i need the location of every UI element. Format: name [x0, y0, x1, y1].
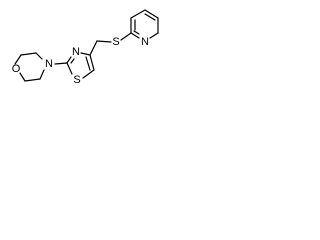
atom-label-pyridine-n: N — [141, 36, 149, 48]
bond-thiazole-n-c4 — [80, 52, 91, 56]
morpholine-ring — [14, 52, 68, 82]
bond-pyridine-5-double — [133, 30, 140, 35]
bond-pyridine-2 — [144, 9, 159, 19]
bond-morpholine-c4-n — [35, 52, 43, 60]
bond-morpholine-c3-c4 — [20, 52, 37, 56]
bond-pyridine-4 — [149, 32, 159, 39]
molecule-diagram: N S N S N O — [12, 9, 159, 86]
pyridine-ring — [130, 9, 159, 39]
bond-morpholine-c2-o — [19, 72, 26, 82]
bond-morpholine-n-c1 — [39, 69, 45, 80]
thiazole-ring — [66, 52, 95, 79]
bond-thiazole-c4-c5 — [89, 54, 95, 71]
bond-pyridine-5 — [130, 32, 140, 39]
bond-thiazole-c4-c5-double — [85, 56, 91, 71]
bond-morpholine-o-c3 — [14, 54, 22, 65]
bond-s-to-ch2 — [96, 40, 112, 43]
atom-label-thiazole-s: S — [73, 74, 80, 86]
bond-pyridine-1 — [130, 9, 146, 19]
bond-thiazole-c2-n-double — [70, 58, 75, 64]
bond-thiazole-s-c2 — [66, 62, 73, 75]
bond-thiazole-to-morpholine — [54, 62, 68, 65]
atom-label-thioether-s: S — [112, 36, 119, 48]
bond-ch2-to-thiazole — [89, 40, 98, 56]
bond-morpholine-c1-c2 — [24, 78, 41, 82]
atom-label-morpholine-o: O — [12, 63, 21, 75]
bond-thiazole-c5-s — [82, 69, 95, 79]
bond-thiazole-c2-n — [66, 56, 72, 64]
bond-pyridine-2-double — [144, 13, 156, 21]
atom-label-thiazole-n: N — [72, 46, 80, 58]
thioether-linker — [89, 32, 132, 56]
atom-label-morpholine-n: N — [45, 58, 53, 70]
bond-pyridine-to-s — [120, 32, 132, 41]
structure-canvas: N S N S N O — [0, 0, 168, 116]
